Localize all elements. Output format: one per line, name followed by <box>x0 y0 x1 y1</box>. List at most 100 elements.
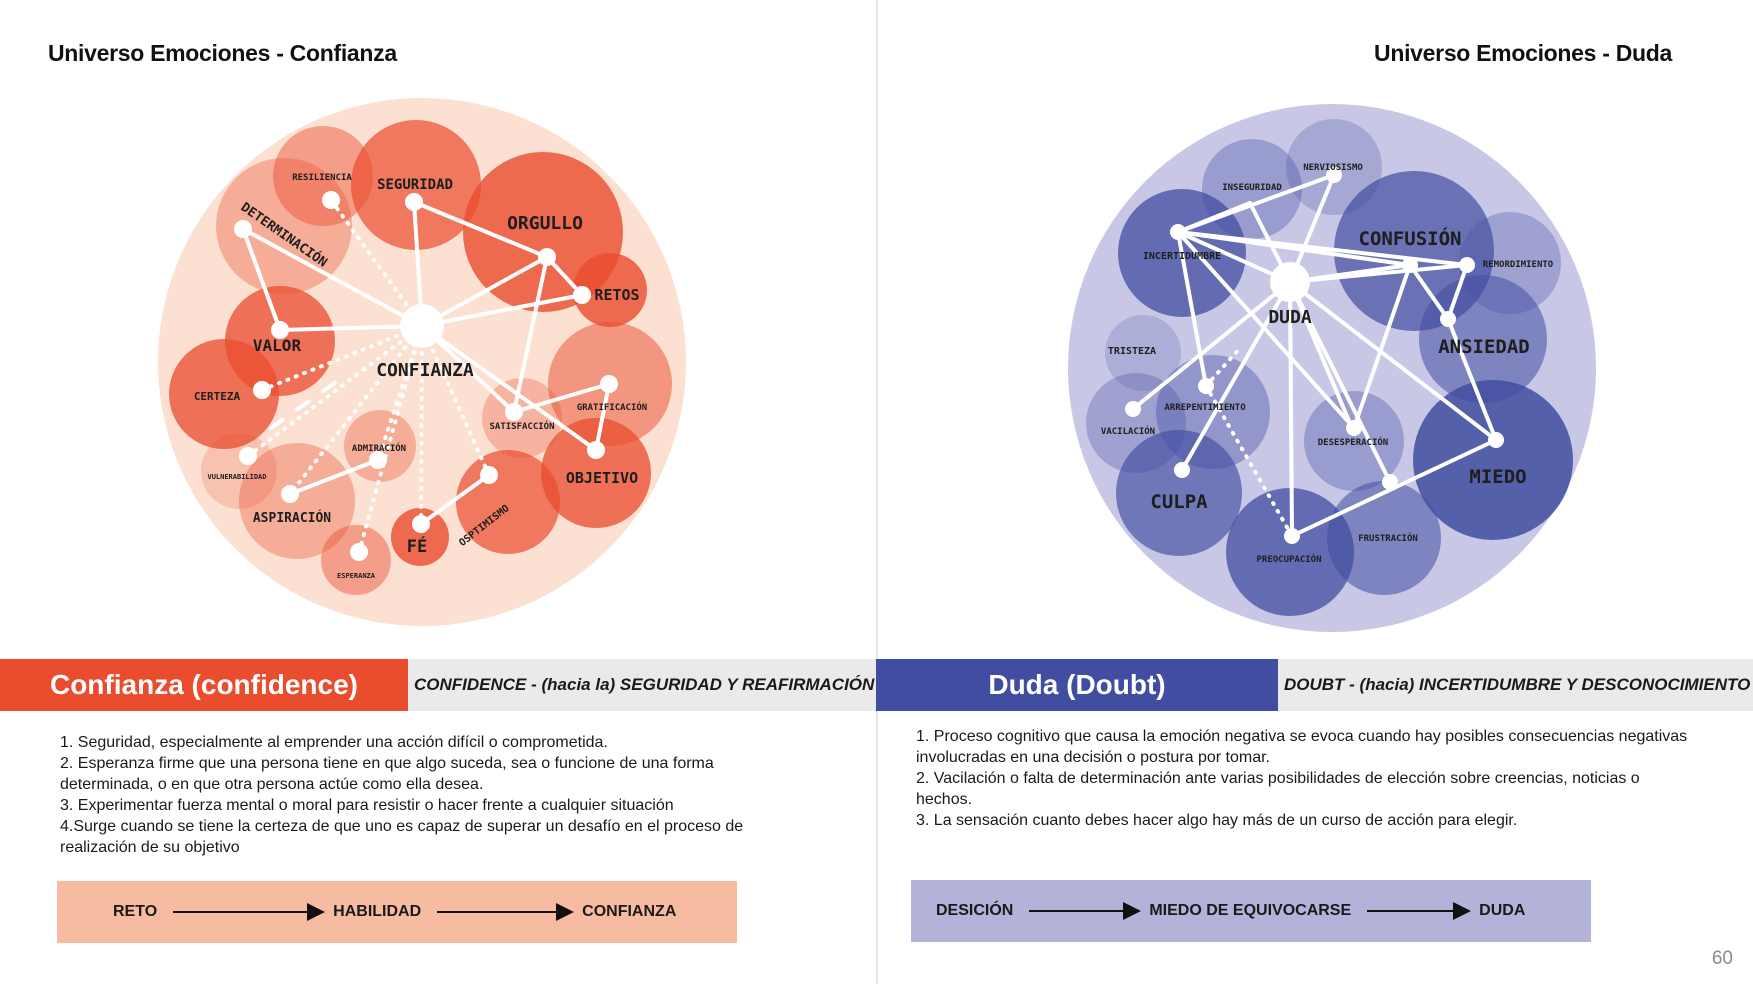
label-resiliencia: RESILIENCIA <box>292 173 352 183</box>
bubble-miedo <box>1413 380 1573 540</box>
label-inseguridad: INSEGURIDAD <box>1222 183 1282 193</box>
bubble-culpa <box>1116 430 1242 556</box>
point-determinacion <box>234 220 252 238</box>
point-satisfaccion <box>505 403 523 421</box>
arrow-right-icon <box>1367 902 1472 920</box>
bubble-resiliencia <box>273 126 373 226</box>
point-retos <box>573 286 591 304</box>
duda-emotion-diagram: DUDA NERVIOSISMO INSEGURIDAD CONFUSIÓN I… <box>1068 104 1596 632</box>
bubble-certeza <box>169 339 279 449</box>
point-objetivo <box>587 441 605 459</box>
label-esperanza: ESPERANZA <box>337 572 376 580</box>
bubble-fe <box>391 508 449 566</box>
definition-item: 2. Vacilación o falta de determinación a… <box>916 770 1640 808</box>
definition-item: 1. Seguridad, especialmente al emprender… <box>60 734 608 751</box>
point-remordimiento <box>1459 257 1475 273</box>
flow-step-habilidad: HABILIDAD <box>333 903 422 920</box>
label-ansiedad: ANSIEDAD <box>1438 336 1530 358</box>
banner-confianza: Confianza (confidence) <box>0 659 408 711</box>
bubble-admiracion <box>344 410 416 482</box>
flow-step-confianza: CONFIANZA <box>582 903 677 920</box>
label-desesperacion: DESESPERACIÓN <box>1318 436 1388 448</box>
subtitle-confianza: CONFIDENCE - (hacia la) SEGURIDAD Y REAF… <box>408 659 876 711</box>
point-ansiedad <box>1440 311 1456 327</box>
label-nerviosismo: NERVIOSISMO <box>1303 163 1363 173</box>
center-point <box>400 304 444 348</box>
page-title-duda: Universo Emociones - Duda <box>1374 40 1672 66</box>
arrow-right-icon <box>437 903 575 921</box>
label-certeza: CERTEZA <box>194 390 241 403</box>
bubble-desesperacion <box>1304 391 1404 491</box>
point-culpa <box>1174 462 1190 478</box>
definition-item: 3. La sensación cuanto debes hacer algo … <box>916 812 1518 829</box>
point-vulnerabilidad <box>239 447 257 465</box>
center-label: DUDA <box>1268 307 1312 328</box>
page-number: 60 <box>1711 948 1733 969</box>
emotion-bubbles <box>1086 119 1573 616</box>
point-orgullo <box>538 248 556 266</box>
flow-step-duda: DUDA <box>1479 902 1526 919</box>
dotted-connections <box>1204 346 1294 538</box>
subtitle-duda: DOUBT - (hacia) INCERTIDUMBRE Y DESCONOC… <box>1278 659 1753 711</box>
label-vacilacion: VACILACIÓN <box>1101 425 1155 437</box>
label-aspiracion: ASPIRACIÓN <box>253 510 331 526</box>
label-valor: VALOR <box>253 336 302 355</box>
point-osptimismo <box>480 466 498 484</box>
node-points <box>1125 167 1504 544</box>
label-gratificacion: GRATIFICACIÓN <box>577 401 647 413</box>
flow-step-reto: RETO <box>113 903 158 920</box>
point-resiliencia <box>322 191 340 209</box>
bubble-retos <box>573 253 647 327</box>
label-orgullo: ORGULLO <box>507 213 583 234</box>
page-title-confianza: Universo Emociones - Confianza <box>48 40 397 66</box>
point-desesperacion <box>1346 420 1362 436</box>
definition-item: 1. Proceso cognitivo que causa la emoció… <box>916 728 1688 766</box>
label-arrepentimiento: ARREPENTIMIENTO <box>1164 403 1246 413</box>
definition-item: 4.Surge cuando se tiene la certeza de qu… <box>60 818 744 856</box>
flow-duda: DESICIÓN MIEDO DE EQUIVOCARSE DUDA <box>911 880 1591 942</box>
point-esperanza <box>350 543 368 561</box>
point-aspiracion <box>281 485 299 503</box>
point-confusion <box>1402 257 1418 273</box>
definition-item: 3. Experimentar fuerza mental o moral pa… <box>60 797 674 814</box>
label-frustracion: FRUSTRACIÓN <box>1358 532 1418 544</box>
label-confusion: CONFUSIÓN <box>1359 226 1462 250</box>
point-valor <box>271 321 289 339</box>
flow-confianza: RETO HABILIDAD CONFIANZA <box>57 881 737 943</box>
label-retos: RETOS <box>594 286 639 304</box>
bubble-satisfaccion <box>482 378 562 458</box>
label-miedo: MIEDO <box>1469 466 1526 488</box>
label-remordimiento: REMORDIMIENTO <box>1483 260 1554 270</box>
definitions-duda: 1. Proceso cognitivo que causa la emoció… <box>916 726 1696 831</box>
bubble-aspiracion <box>239 443 355 559</box>
center-label: CONFIANZA <box>376 360 474 381</box>
bubble-determinacion <box>216 158 352 294</box>
point-miedo <box>1488 432 1504 448</box>
node-points <box>234 191 618 561</box>
label-seguridad: SEGURIDAD <box>377 177 453 193</box>
confianza-emotion-diagram: CONFIANZA RESILIENCIA SEGURIDAD ORGULLO … <box>158 98 686 626</box>
banner-duda: Duda (Doubt) <box>876 659 1278 711</box>
dotted-connections <box>246 198 491 554</box>
point-admiracion <box>369 451 387 469</box>
point-nerviosismo <box>1326 167 1342 183</box>
label-preocupacion: PREOCUPACIÓN <box>1256 553 1321 565</box>
point-arrepentimiento <box>1198 378 1214 394</box>
label-culpa: CULPA <box>1150 491 1208 513</box>
bubble-vulnerabilidad <box>201 433 277 509</box>
arrow-right-icon <box>173 903 326 921</box>
bubble-tristeza <box>1105 315 1181 391</box>
node-labels: DUDA NERVIOSISMO INSEGURIDAD CONFUSIÓN I… <box>1101 163 1554 565</box>
bubble-objetivo <box>541 418 651 528</box>
definition-item: 2. Esperanza firme que una persona tiene… <box>60 755 714 793</box>
bubble-frustracion <box>1327 481 1441 595</box>
point-certeza <box>253 381 271 399</box>
label-vulnerabilidad: VULNERABILIDAD <box>207 473 266 481</box>
point-fe <box>412 515 430 533</box>
connections <box>1131 173 1498 538</box>
label-fe: FÉ <box>407 535 427 557</box>
point-seguridad <box>405 193 423 211</box>
flow-step-miedo-de-equivocarse: MIEDO DE EQUIVOCARSE <box>1149 902 1352 919</box>
center-point <box>1270 262 1310 302</box>
label-satisfaccion: SATISFACCIÓN <box>489 420 554 432</box>
